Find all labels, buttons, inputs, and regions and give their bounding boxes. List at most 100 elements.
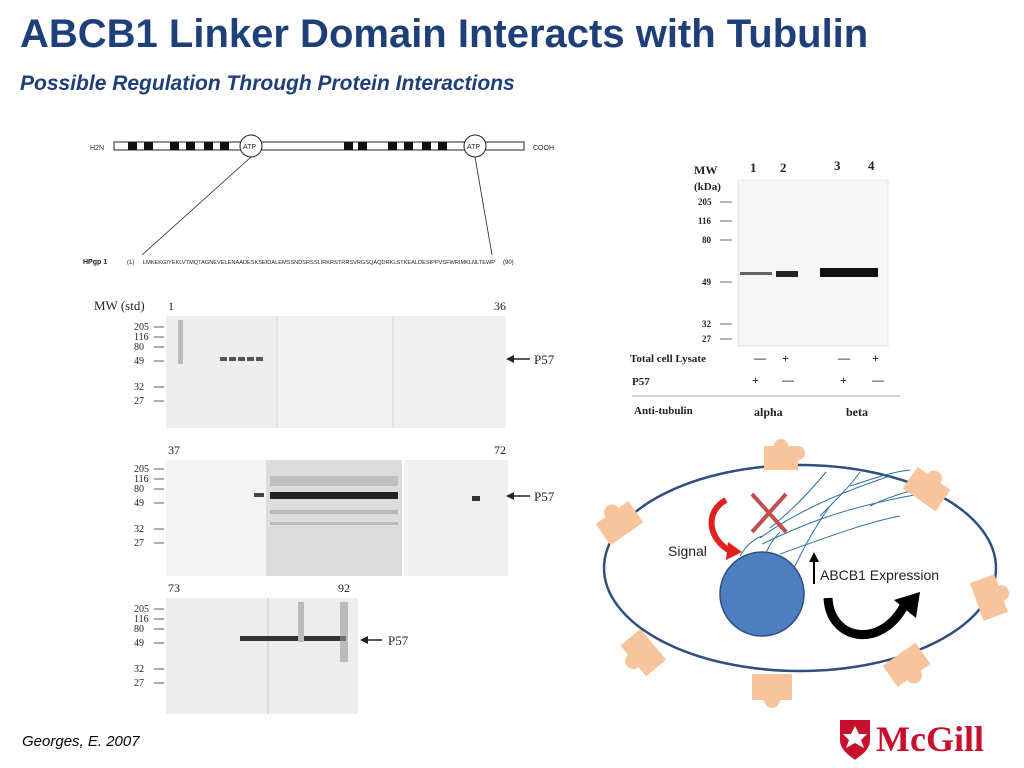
svg-text:49: 49 bbox=[702, 277, 712, 287]
svg-text:116: 116 bbox=[134, 474, 149, 485]
nucleus bbox=[719, 551, 805, 637]
transporter-bottom bbox=[752, 674, 792, 708]
svg-text:—: — bbox=[753, 351, 767, 365]
svg-text:32: 32 bbox=[702, 319, 712, 329]
expression-label: ABCB1 Expression bbox=[820, 567, 939, 583]
cell-model-diagram: Signal ABCB1 Expression bbox=[595, 439, 1010, 708]
svg-text:49: 49 bbox=[134, 356, 144, 367]
transporter-right bbox=[969, 574, 1010, 621]
antibody-label: Anti-tubulin bbox=[634, 405, 693, 417]
svg-text:1: 1 bbox=[750, 160, 757, 175]
svg-text:205: 205 bbox=[698, 197, 712, 207]
zoom-line-left bbox=[141, 156, 252, 256]
svg-text:P57: P57 bbox=[534, 489, 555, 504]
svg-text:—: — bbox=[871, 373, 885, 387]
svg-text:+: + bbox=[782, 351, 789, 365]
expression-up-arrow bbox=[809, 552, 819, 584]
transporter-left bbox=[595, 501, 644, 546]
mw-label: MW bbox=[694, 163, 717, 177]
tm-segments-right bbox=[344, 142, 447, 150]
zoom-line-right bbox=[474, 156, 493, 256]
svg-text:116: 116 bbox=[134, 614, 149, 625]
transporter-top bbox=[764, 439, 805, 470]
transporter-bottom-right bbox=[882, 642, 931, 687]
svg-text:27: 27 bbox=[134, 538, 144, 549]
svg-text:49: 49 bbox=[134, 638, 144, 649]
blot-panel-3 bbox=[166, 598, 358, 714]
blot-panel-1 bbox=[166, 316, 506, 428]
panel-1-mw-ticks: 205 116 80 49 32 27 bbox=[134, 322, 164, 407]
blot-panel-2 bbox=[166, 460, 508, 576]
p57-arrow-1: P57 bbox=[506, 352, 555, 367]
svg-text:80: 80 bbox=[134, 484, 144, 495]
svg-text:80: 80 bbox=[134, 624, 144, 635]
panel-2-mw-ticks: 205 116 80 49 32 27 bbox=[134, 464, 164, 549]
p57-arrow-2: P57 bbox=[506, 489, 555, 504]
svg-text:32: 32 bbox=[134, 664, 144, 675]
svg-text:27: 27 bbox=[702, 334, 712, 344]
panel-1-start: 1 bbox=[168, 299, 174, 313]
svg-text:+: + bbox=[872, 351, 879, 365]
svg-text:2: 2 bbox=[780, 160, 787, 175]
svg-text:205: 205 bbox=[134, 464, 149, 475]
svg-text:ATP: ATP bbox=[243, 144, 256, 151]
signal-label: Signal bbox=[668, 543, 707, 559]
svg-text:116: 116 bbox=[698, 216, 712, 226]
citation: Georges, E. 2007 bbox=[22, 733, 140, 750]
svg-text:+: + bbox=[752, 373, 759, 387]
panel-1-end: 36 bbox=[494, 299, 506, 313]
svg-text:205: 205 bbox=[134, 604, 149, 615]
tm-segments-left bbox=[128, 142, 229, 150]
p57-arrow-3: P57 bbox=[360, 633, 409, 648]
svg-text:49: 49 bbox=[134, 498, 144, 509]
atp-site-1: ATP bbox=[239, 134, 263, 158]
tubulin-blot-membrane bbox=[737, 179, 889, 347]
peptide-end: (90) bbox=[503, 260, 514, 266]
svg-text:205: 205 bbox=[134, 322, 149, 333]
svg-text:3: 3 bbox=[834, 158, 841, 173]
cycle-arrow bbox=[823, 592, 920, 639]
lane-numbers: 1 2 3 4 bbox=[750, 158, 875, 175]
tubulin-mw-ticks: 205 116 80 49 32 27 bbox=[698, 197, 732, 344]
panel-3-start: 73 bbox=[168, 581, 180, 595]
panel-3-end: 92 bbox=[338, 581, 350, 595]
panel-2-start: 37 bbox=[168, 443, 180, 457]
svg-text:—: — bbox=[781, 373, 795, 387]
slide-subtitle: Possible Regulation Through Protein Inte… bbox=[20, 72, 515, 95]
antibody-beta: beta bbox=[846, 405, 868, 419]
domain-map-figure: H2N COOH ATP ATP HPgp 1 (1) LMKEKGIYEKLV… bbox=[83, 134, 554, 266]
panel-3-mw-ticks: 205 116 80 49 32 27 bbox=[134, 604, 164, 689]
svg-text:P57: P57 bbox=[388, 633, 409, 648]
svg-text:ATP: ATP bbox=[467, 144, 480, 151]
antibody-alpha: alpha bbox=[754, 405, 783, 419]
mcgill-logo-text: McGill bbox=[876, 719, 984, 759]
row-lysate-label: Total cell Lysate bbox=[630, 353, 706, 365]
signal-arrow bbox=[708, 497, 742, 560]
mw-unit: (kDa) bbox=[694, 181, 721, 193]
blot-screen-figure: MW (std) 1 36 205 116 80 49 32 27 P57 37… bbox=[94, 298, 555, 714]
row-lysate-values: — + — + bbox=[753, 351, 879, 365]
panel-2-end: 72 bbox=[494, 443, 506, 457]
svg-text:32: 32 bbox=[134, 382, 144, 393]
peptide-start: (1) bbox=[127, 260, 134, 266]
inhibition-cross bbox=[750, 492, 788, 534]
svg-text:+: + bbox=[840, 373, 847, 387]
tubulin-bands bbox=[740, 268, 878, 277]
slide-title: ABCB1 Linker Domain Interacts with Tubul… bbox=[20, 12, 869, 56]
row-p57-values: + — + — bbox=[752, 373, 885, 387]
svg-text:116: 116 bbox=[134, 332, 149, 343]
svg-text:32: 32 bbox=[134, 524, 144, 535]
mw-std-label: MW (std) bbox=[94, 298, 145, 313]
transporter-top-right bbox=[902, 467, 951, 512]
svg-text:80: 80 bbox=[134, 342, 144, 353]
mcgill-shield-icon bbox=[840, 720, 870, 760]
svg-text:P57: P57 bbox=[534, 352, 555, 367]
protein-backbone bbox=[113, 141, 525, 151]
svg-text:27: 27 bbox=[134, 396, 144, 407]
peptide-sequence: LMKEKGIYEKLVTMQTAGNEVELENAADESKSEIDALEMS… bbox=[143, 260, 496, 266]
row-p57-label: P57 bbox=[632, 376, 650, 388]
abcb1-transporters bbox=[595, 439, 1010, 708]
atp-site-2: ATP bbox=[463, 134, 487, 158]
transporter-bottom-left bbox=[620, 628, 667, 677]
peptide-label: HPgp 1 bbox=[83, 259, 107, 266]
